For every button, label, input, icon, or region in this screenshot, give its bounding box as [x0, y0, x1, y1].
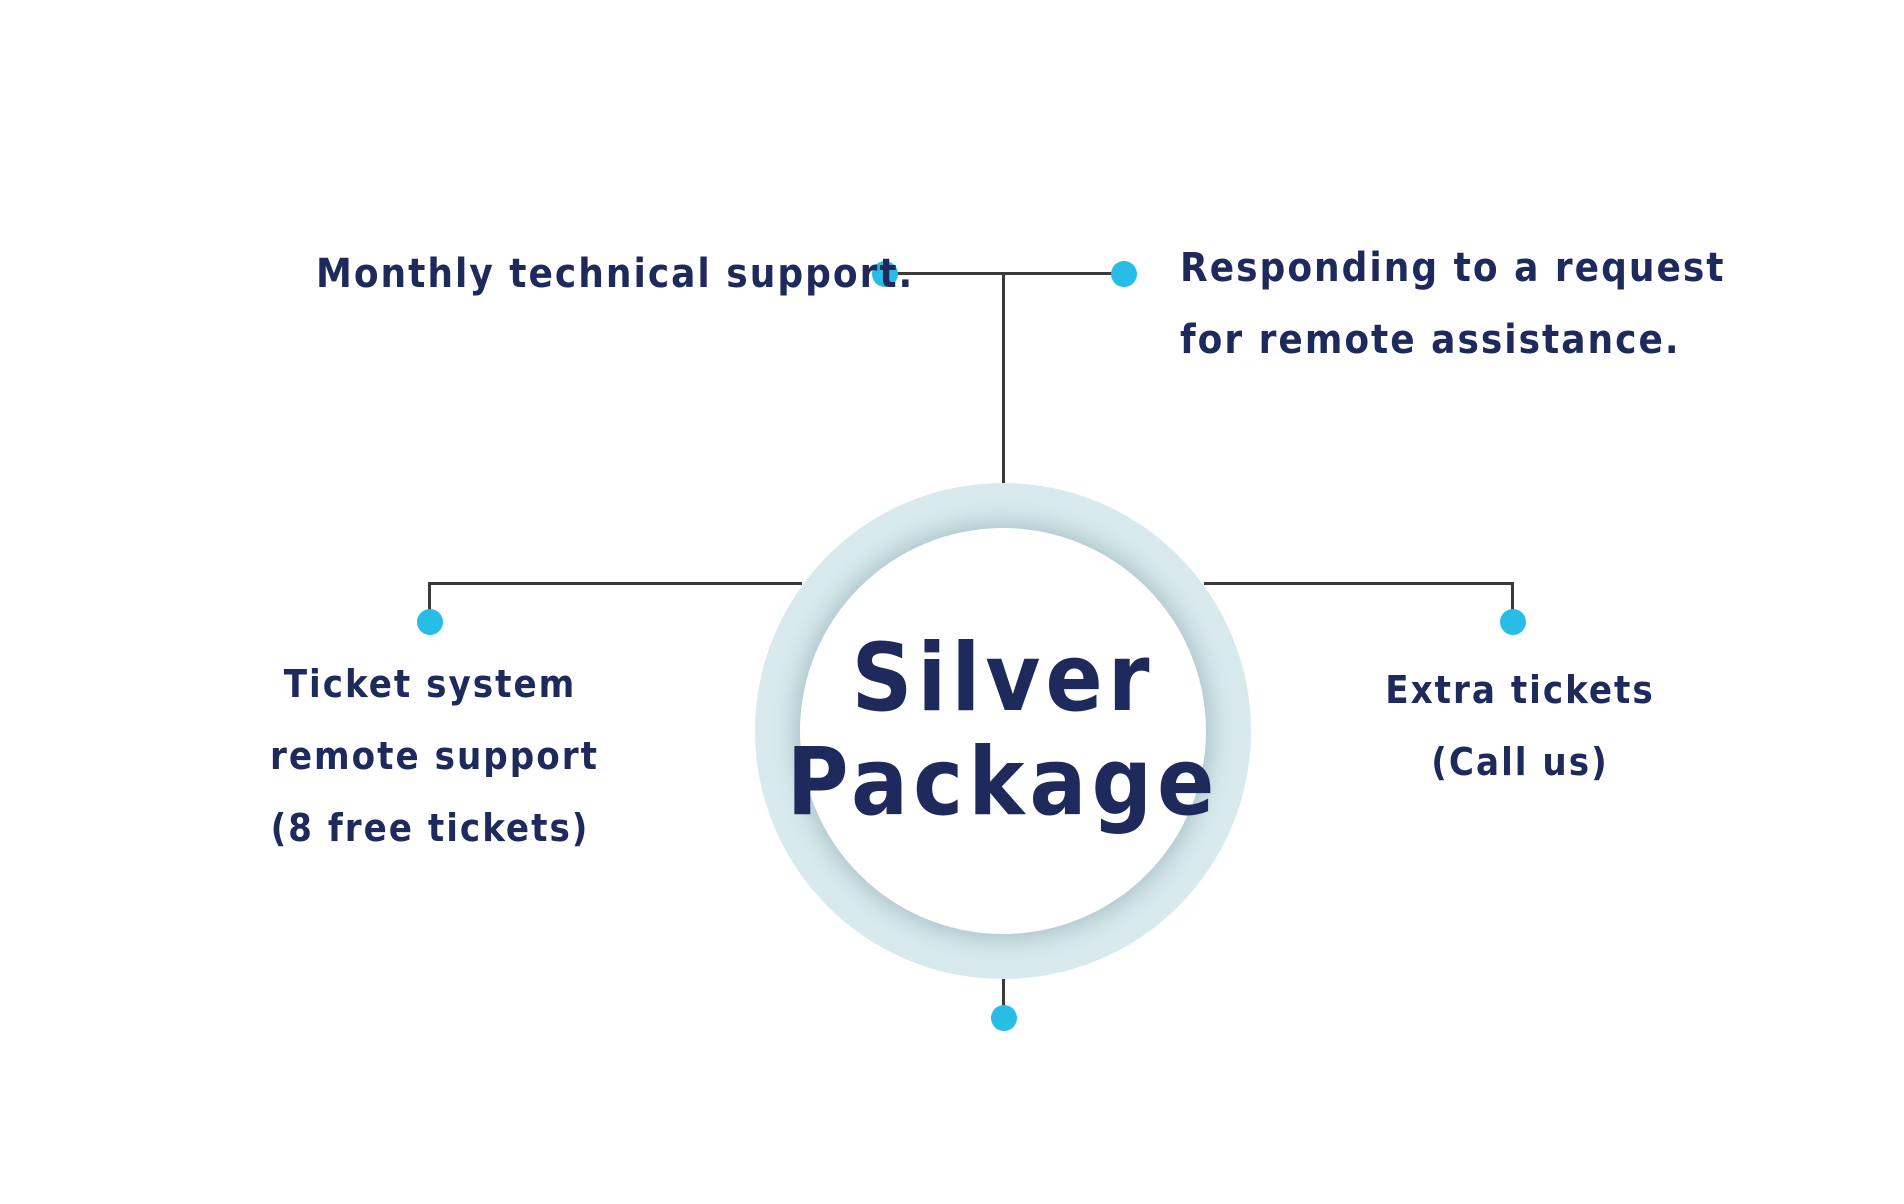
center-title-line2: Package [786, 728, 1220, 837]
label-monthly-support: Monthly technical support. [316, 238, 914, 310]
label-line: remote support [270, 734, 599, 778]
label-line: Responding to a request [1180, 245, 1726, 291]
connector-top-vertical [1002, 272, 1005, 484]
connector-right-vertical [1511, 582, 1514, 618]
node-dot-right [1500, 609, 1526, 635]
label-extra-tickets: Extra tickets (Call us) [1380, 654, 1660, 798]
label-remote-assistance: Responding to a request for remote assis… [1180, 232, 1726, 376]
label-line: (8 free tickets) [270, 806, 590, 850]
node-dot-top-left [872, 261, 898, 287]
connector-left-vertical [428, 582, 431, 618]
connector-left-horizontal [428, 582, 802, 585]
node-dot-left [417, 609, 443, 635]
connector-right-horizontal [1204, 582, 1514, 585]
connector-bottom-vertical [1002, 978, 1005, 1008]
label-line: Extra tickets [1385, 668, 1655, 712]
label-line: Monthly technical support. [316, 251, 915, 297]
label-ticket-system: Ticket system remote support (8 free tic… [270, 648, 599, 864]
node-dot-bottom [991, 1005, 1017, 1031]
center-title-line1: Silver [851, 624, 1155, 733]
label-line: for remote assistance. [1180, 317, 1681, 363]
label-line: Ticket system [283, 662, 577, 706]
connector-top-horizontal [880, 272, 1125, 275]
label-line: (Call us) [1431, 740, 1609, 784]
node-dot-top-right [1111, 261, 1137, 287]
center-circle: Silver Package [787, 528, 1214, 934]
